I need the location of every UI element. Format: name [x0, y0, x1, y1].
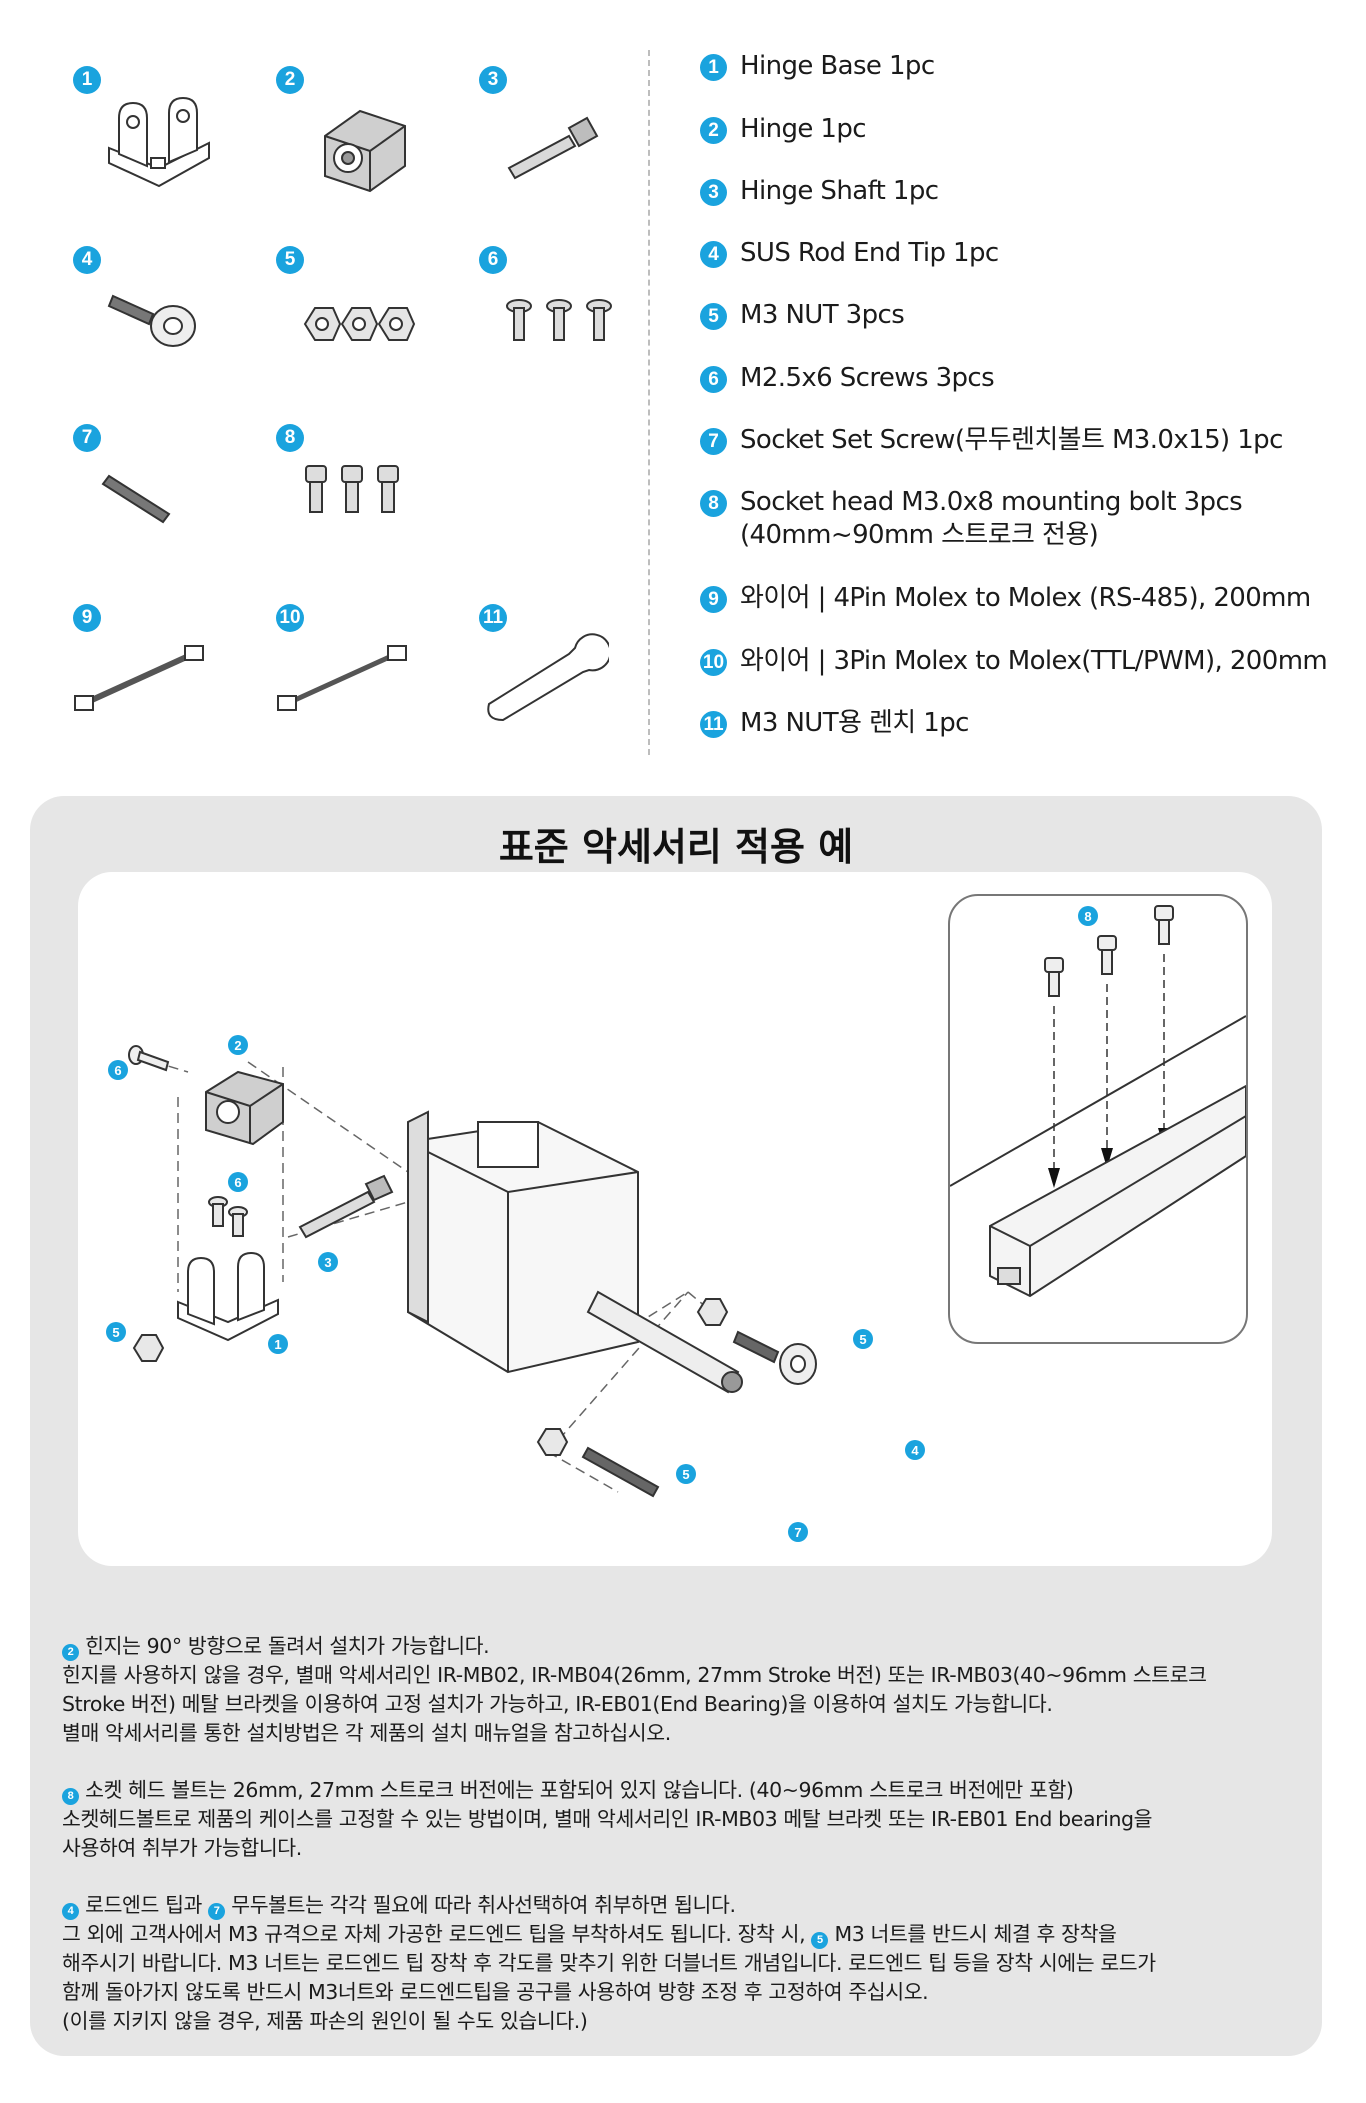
callout-1: 1: [73, 66, 101, 94]
part-cell-11: 11: [479, 604, 629, 754]
callout-8: 8: [1078, 906, 1098, 926]
rod-end-tip-icon: [107, 294, 196, 347]
exploded-view-drawing: [128, 1045, 817, 1498]
wire-4pin-icon: [74, 645, 204, 711]
note-socket-bolt: 8 소켓 헤드 볼트는 26mm, 27mm 스트로크 버전에는 포함되어 있지…: [62, 1778, 1153, 1860]
list-item-text: Hinge Base 1pc: [740, 51, 935, 81]
callout-5: 5: [276, 246, 304, 274]
list-item: 7 Socket Set Screw(무두렌치볼트 M3.0x15) 1pc: [700, 424, 1283, 457]
list-item-text: Socket head M3.0x8 mounting bolt 3pcs: [740, 487, 1243, 517]
part-cell-5: 5: [276, 246, 426, 396]
callout-11: 11: [479, 604, 507, 632]
list-item: 11 M3 NUT용 렌치 1pc: [700, 707, 969, 740]
column-divider: [648, 50, 650, 755]
list-item: 10 와이어 | 3Pin Molex to Molex(TTL/PWM), 2…: [700, 645, 1328, 678]
callout-6: 6: [228, 1172, 248, 1192]
list-item-text: SUS Rod End Tip 1pc: [740, 238, 999, 268]
list-badge: 1: [700, 54, 727, 81]
part-cell-1: 1: [73, 66, 223, 216]
assembly-diagram: 6 2 6 3 5 1 5 4 5 7: [78, 872, 1272, 1566]
list-badge: 5: [700, 303, 727, 330]
callout-5: 5: [853, 1329, 873, 1349]
list-item-text: 와이어 | 3Pin Molex to Molex(TTL/PWM), 200m…: [740, 646, 1328, 676]
note-badge: 4: [62, 1903, 79, 1920]
list-badge: 9: [700, 586, 727, 613]
list-item: 1 Hinge Base 1pc: [700, 50, 935, 83]
list-badge: 10: [700, 649, 727, 676]
list-badge: 2: [700, 117, 727, 144]
part-cell-9: 9: [73, 604, 223, 754]
callout-4: 4: [905, 1440, 925, 1460]
callout-7: 7: [788, 1522, 808, 1542]
note-hinge: 2 힌지는 90° 방향으로 돌려서 설치가 가능합니다. 힌지를 사용하지 않…: [62, 1634, 1207, 1745]
list-item: 6 M2.5x6 Screws 3pcs: [700, 362, 995, 395]
part-cell-6: 6: [479, 246, 629, 396]
mounting-bolt-drawing: [950, 905, 1246, 1298]
list-item: 2 Hinge 1pc: [700, 113, 867, 146]
list-badge: 8: [700, 490, 727, 517]
list-item-text: 와이어 | 4Pin Molex to Molex (RS-485), 200m…: [740, 583, 1311, 613]
list-item: 9 와이어 | 4Pin Molex to Molex (RS-485), 20…: [700, 582, 1311, 615]
callout-2: 2: [276, 66, 304, 94]
nut-icon: [303, 307, 416, 341]
callout-9: 9: [73, 604, 101, 632]
socket-bolt-icon: [305, 465, 399, 513]
part-cell-4: 4: [73, 246, 223, 396]
set-screw-icon: [101, 474, 171, 524]
list-item-text: Hinge Shaft 1pc: [740, 176, 939, 206]
note-badge: 5: [811, 1932, 829, 1949]
list-item: 8 Socket head M3.0x8 mounting bolt 3pcs …: [700, 486, 1243, 552]
list-badge: 6: [700, 366, 727, 393]
callout-1: 1: [268, 1334, 288, 1354]
list-item: 4 SUS Rod End Tip 1pc: [700, 237, 999, 270]
callout-2: 2: [228, 1035, 248, 1055]
part-cell-10: 10: [276, 604, 426, 754]
list-item-text: Socket Set Screw(무두렌치볼트 M3.0x15) 1pc: [740, 425, 1283, 455]
inset-mounting-detail: 8: [948, 894, 1248, 1344]
list-badge: 11: [700, 711, 727, 738]
note-badge: 8: [62, 1788, 79, 1805]
list-item-text: M3 NUT 3pcs: [740, 300, 905, 330]
list-item: 5 M3 NUT 3pcs: [700, 299, 905, 332]
note-badge: 7: [208, 1903, 226, 1920]
list-badge: 7: [700, 428, 727, 455]
screw-icon: [506, 299, 612, 341]
callout-6: 6: [108, 1060, 128, 1080]
list-item-text: M2.5x6 Screws 3pcs: [740, 363, 995, 393]
callout-6: 6: [479, 246, 507, 274]
callout-4: 4: [73, 246, 101, 274]
note-badge: 2: [62, 1644, 79, 1661]
panel-title: 표준 악세서리 적용 예: [498, 825, 854, 869]
note-rod-end: 4 로드엔드 팁과 7 무두볼트는 각각 필요에 따라 취사선택하여 취부하면 …: [62, 1893, 1156, 2033]
hinge-icon: [324, 109, 406, 193]
list-badge: 3: [700, 179, 727, 206]
part-cell-3: 3: [479, 66, 629, 216]
callout-3: 3: [479, 66, 507, 94]
part-cell-8: 8: [276, 424, 426, 574]
callout-5: 5: [106, 1322, 126, 1342]
callout-5: 5: [676, 1464, 696, 1484]
list-badge: 4: [700, 241, 727, 268]
list-item-subtext: (40mm~90mm 스트로크 전용): [740, 520, 1099, 550]
part-cell-2: 2: [276, 66, 426, 216]
wrench-icon: [487, 633, 609, 722]
hinge-base-icon: [108, 96, 210, 188]
callout-3: 3: [318, 1252, 338, 1272]
installation-notes: 2 힌지는 90° 방향으로 돌려서 설치가 가능합니다. 힌지를 사용하지 않…: [62, 1632, 1302, 2064]
list-item-text: Hinge 1pc: [740, 114, 867, 144]
callout-7: 7: [73, 424, 101, 452]
list-item-text: M3 NUT용 렌치 1pc: [740, 708, 969, 738]
callout-8: 8: [276, 424, 304, 452]
callout-10: 10: [276, 604, 304, 632]
list-item: 3 Hinge Shaft 1pc: [700, 175, 939, 208]
application-panel: 표준 악세서리 적용 예: [30, 796, 1322, 2056]
part-cell-7: 7: [73, 424, 223, 574]
wire-3pin-icon: [277, 645, 407, 711]
hinge-shaft-icon: [507, 116, 599, 180]
